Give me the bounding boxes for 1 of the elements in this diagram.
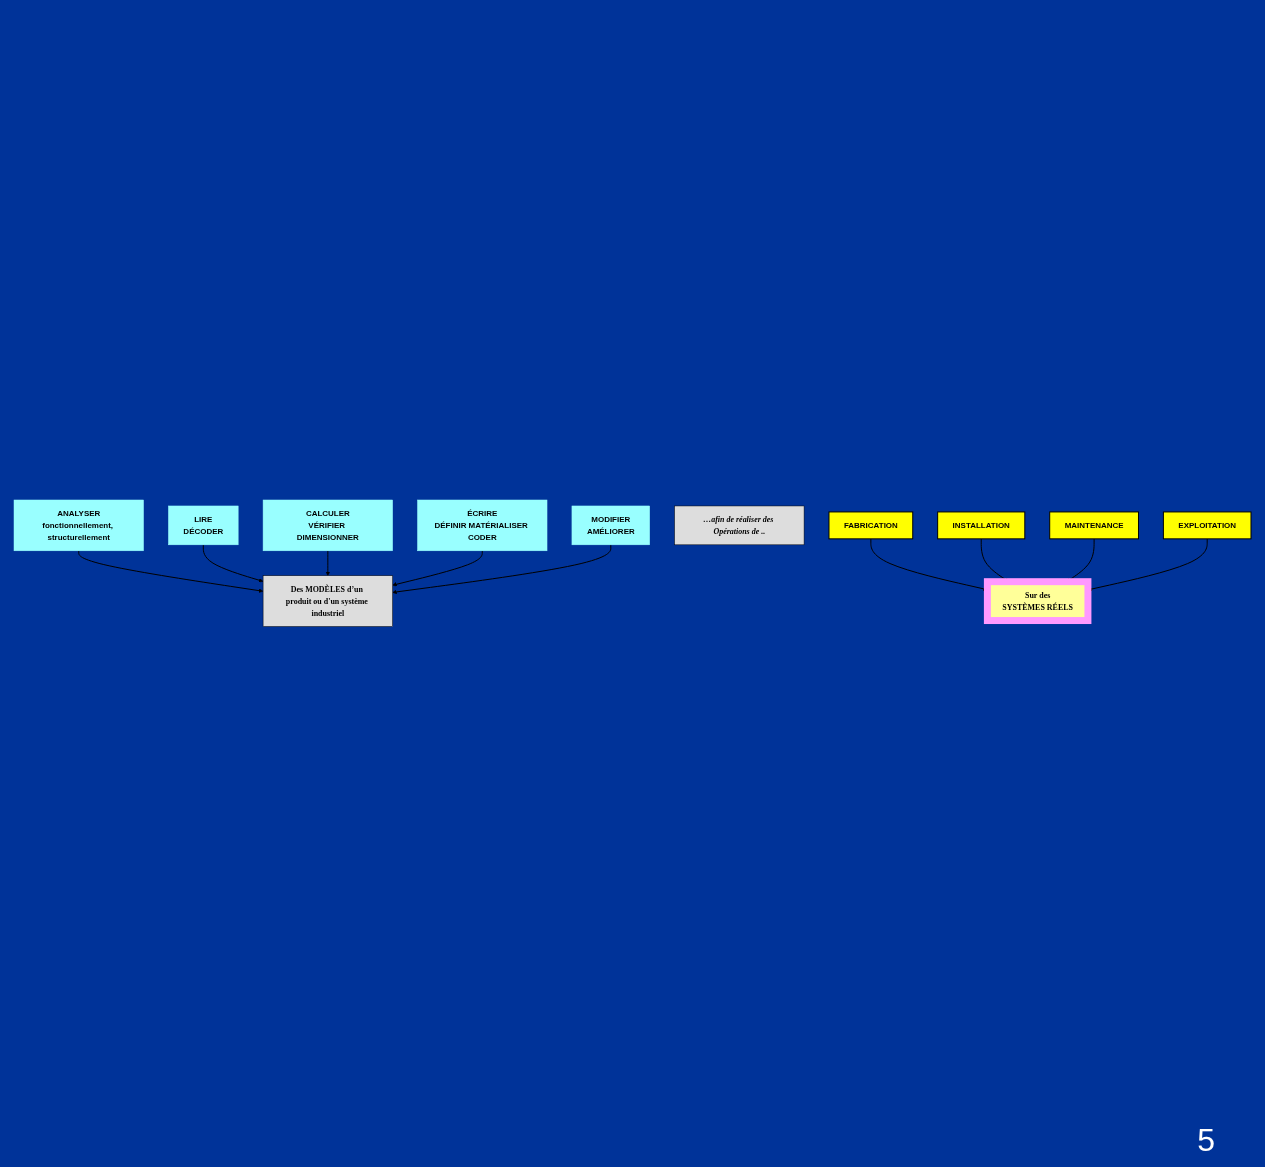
page-number: 5 (1197, 1122, 1215, 1158)
